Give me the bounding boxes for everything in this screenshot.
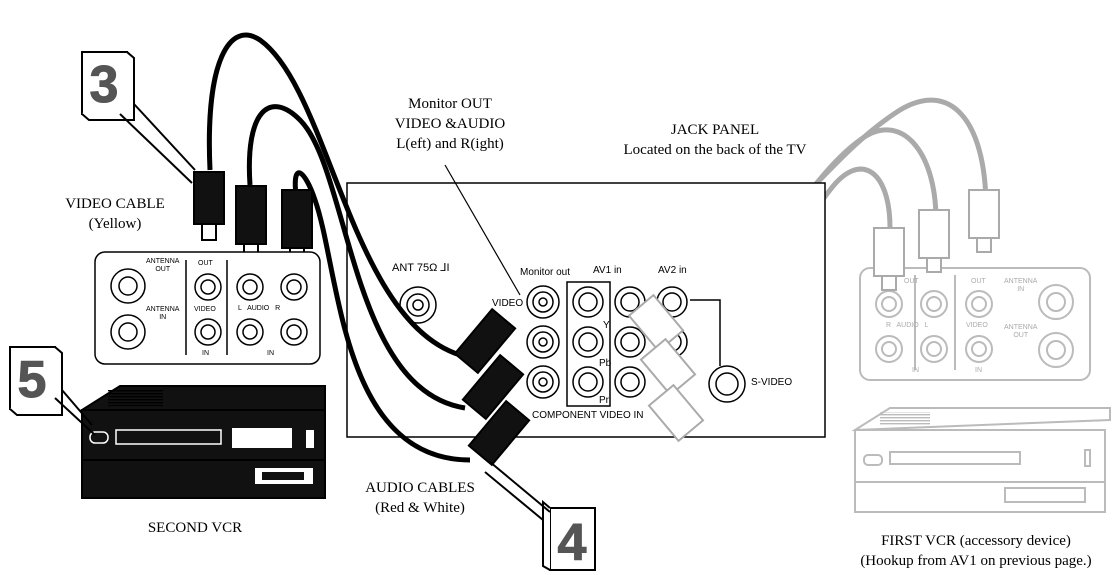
second-vcr [78, 385, 326, 499]
video-cable-label: VIDEO CABLE (Yellow) [45, 194, 185, 234]
av1-in-label: AV1 in [593, 265, 622, 276]
video-cable-line-1: VIDEO CABLE [65, 196, 165, 212]
tv-jack-panel [346, 182, 826, 438]
tv-video-label: VIDEO [492, 298, 524, 309]
audio-cables-line-1: AUDIO CABLES [365, 480, 475, 496]
monitor-out-plugs [453, 307, 531, 467]
pr-label: Pr [599, 395, 609, 406]
left-antenna-in-2: IN [159, 314, 167, 321]
pb-label: Pb [599, 358, 612, 369]
right-in-label-1: IN [912, 367, 919, 374]
black-cables [206, 32, 471, 463]
step-badge-5: 5 [9, 346, 96, 436]
step-badge-4: 4 [484, 461, 596, 573]
left-video-label: VIDEO [194, 306, 216, 313]
monitor-out-line-3: L(eft) and R(ight) [396, 136, 504, 152]
right-audio-label: R AUDIO L [886, 322, 929, 329]
first-vcr-line-1: FIRST VCR (accessory device) [881, 533, 1071, 549]
audio-cables-label: AUDIO CABLES (Red & White) [350, 478, 490, 518]
right-in-label-2: IN [975, 367, 982, 374]
monitor-out-line-1: Monitor OUT [408, 96, 492, 112]
right-out-label-2: OUT [971, 278, 986, 285]
left-antenna-out-2: OUT [155, 266, 171, 273]
jack-panel-line-1: JACK PANEL [670, 122, 760, 138]
left-antenna-out-label: ANTENNA OUT [146, 258, 179, 274]
second-vcr-plugs [193, 171, 313, 263]
audio-cables-line-2: (Red & White) [375, 500, 465, 516]
left-in-label-2: IN [267, 350, 274, 357]
step-badge-3: 3 [81, 51, 196, 184]
ant-label: ANT 75Ω ⅃І [392, 262, 450, 274]
left-antenna-out-1: ANTENNA [146, 258, 180, 265]
second-vcr-jack-panel [94, 251, 321, 365]
right-out-label-1: OUT [904, 278, 919, 285]
video-cable-line-2: (Yellow) [88, 216, 142, 232]
right-antenna-out-1: ANTENNA [1004, 324, 1038, 331]
second-vcr-label: SECOND VCR [147, 520, 243, 536]
first-vcr-label: FIRST VCR (accessory device) (Hookup fro… [840, 531, 1112, 571]
left-antenna-in-1: ANTENNA [146, 306, 180, 313]
svideo-label: S-VIDEO [751, 377, 793, 388]
component-label: COMPONENT VIDEO IN [532, 410, 644, 421]
right-antenna-out-label: ANTENNA OUT [1004, 324, 1037, 340]
left-out-label: OUT [198, 260, 213, 267]
first-vcr-line-2: (Hookup from AV1 on previous page.) [860, 553, 1092, 569]
left-antenna-in-label: ANTENNA IN [146, 306, 179, 322]
left-in-label-1: IN [202, 350, 209, 357]
right-antenna-in-2: IN [1017, 286, 1025, 293]
av2-in-label: AV2 in [658, 265, 687, 276]
monitor-out-line-2: VIDEO &AUDIO [394, 116, 506, 132]
first-vcr-jack-panel [859, 267, 1091, 381]
svg-text:5: 5 [18, 351, 47, 409]
jack-panel-line-2: Located on the back of the TV [623, 142, 807, 158]
right-antenna-in-label: ANTENNA IN [1004, 278, 1037, 294]
jack-panel-title: JACK PANEL Located on the back of the TV [590, 120, 840, 160]
monitor-out-jack-label: Monitor out [520, 267, 571, 278]
first-vcr-plugs [873, 189, 1000, 291]
av1-gray-plugs [627, 293, 705, 443]
svg-text:4: 4 [558, 514, 587, 572]
left-audio-label: L AUDIO R [238, 305, 281, 312]
svg-text:3: 3 [90, 56, 119, 114]
right-video-label: VIDEO [966, 322, 988, 329]
y-label: Y [603, 320, 610, 331]
monitor-out-title: Monitor OUT VIDEO &AUDIO L(eft) and R(ig… [380, 94, 520, 154]
monitor-out-pointer [444, 164, 521, 296]
right-antenna-in-1: ANTENNA [1004, 278, 1038, 285]
first-vcr [851, 407, 1111, 513]
right-antenna-out-2: OUT [1013, 332, 1029, 339]
